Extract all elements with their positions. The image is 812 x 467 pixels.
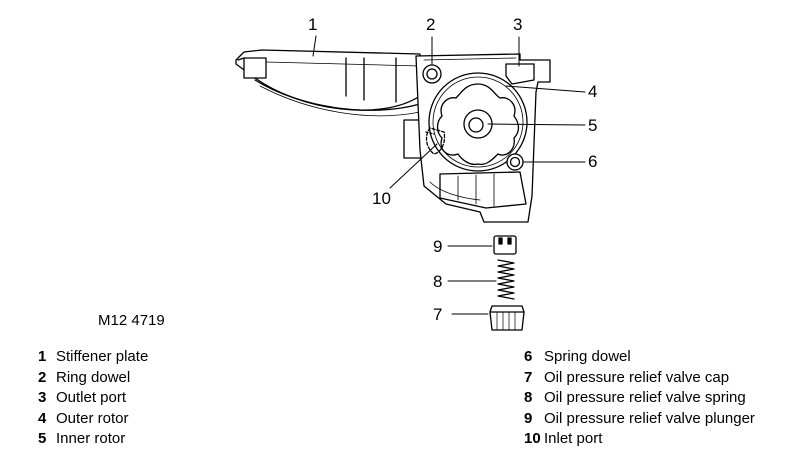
- legend-item: 5 Inner rotor: [38, 429, 148, 450]
- legend-label: Outlet port: [56, 389, 127, 406]
- oil-pump-exploded-diagram: 1 2 3 4 5 6 10 9 8 7: [235, 15, 597, 331]
- legend-left: 1 Stiffener plate 2 Ring dowel 3 Outlet por…: [38, 347, 148, 450]
- legend-number: 7: [524, 368, 533, 386]
- callout-10: 10: [372, 189, 391, 208]
- spring-dowel: [506, 153, 524, 171]
- inlet-port: [425, 127, 446, 155]
- legend-item: 1 Stiffener plate: [38, 347, 148, 368]
- legend-number: 4: [38, 409, 47, 427]
- figure-code: M12 4719: [98, 312, 165, 329]
- legend-label: Stiffener plate: [56, 348, 149, 365]
- legend-item: 9 Oil pressure relief valve plunger: [524, 409, 755, 430]
- legend-label: Ring dowel: [56, 368, 131, 386]
- legend-number: 5: [38, 430, 47, 447]
- legend-number: 2: [38, 368, 47, 386]
- relief-valve-cap: [489, 305, 525, 331]
- legend-item: 2 Ring dowel: [38, 368, 148, 389]
- legend-item: 3 Outlet port: [38, 388, 148, 409]
- relief-valve-spring: [497, 259, 515, 300]
- callout-8: 8: [433, 272, 442, 291]
- legend-label: Inner rotor: [56, 430, 126, 447]
- legend-label: Oil pressure relief valve plunger: [544, 409, 755, 427]
- callout-9: 9: [433, 237, 442, 256]
- legend-label: Outer rotor: [56, 409, 129, 427]
- callout-4: 4: [588, 82, 597, 101]
- legend-number: 6: [524, 348, 533, 365]
- callout-3: 3: [513, 15, 522, 34]
- callout-2: 2: [426, 15, 435, 34]
- ring-dowel: [422, 64, 442, 84]
- legend-number: 10: [524, 430, 541, 447]
- legend-number: 3: [38, 389, 47, 406]
- legend-label: Oil pressure relief valve cap: [544, 368, 730, 386]
- legend-item: 7 Oil pressure relief valve cap: [524, 368, 755, 389]
- callout-1: 1: [308, 15, 317, 34]
- callout-6: 6: [588, 152, 597, 171]
- legend-item: 4 Outer rotor: [38, 409, 148, 430]
- legend-item: 6 Spring dowel: [524, 347, 755, 368]
- relief-valve-plunger: [493, 235, 517, 255]
- leader-lines: [312, 35, 586, 315]
- legend-label: Oil pressure relief valve spring: [544, 389, 746, 406]
- legend-number: 9: [524, 409, 533, 427]
- legend-number: 1: [38, 348, 47, 365]
- legend-label: Inlet port: [544, 430, 603, 447]
- legend-number: 8: [524, 389, 533, 406]
- legend-label: Spring dowel: [544, 348, 631, 365]
- legend-item: 8 Oil pressure relief valve spring: [524, 388, 755, 409]
- callout-7: 7: [433, 305, 442, 324]
- stiffener-plate: [235, 49, 423, 159]
- callout-5: 5: [588, 116, 597, 135]
